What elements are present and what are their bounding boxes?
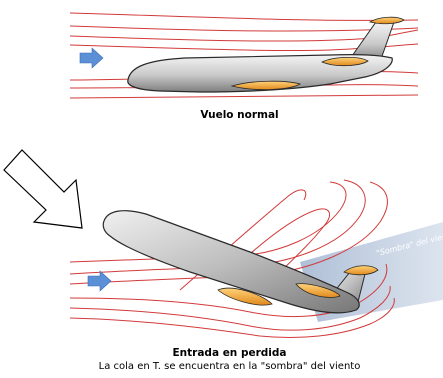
streamline bbox=[69, 25, 419, 32]
wind-arrow-icon bbox=[79, 47, 104, 69]
caption-normal-flight: Vuelo normal bbox=[200, 109, 279, 121]
bottom-streamlines bbox=[69, 179, 395, 338]
streamline bbox=[69, 29, 419, 42]
top-panel bbox=[69, 12, 419, 99]
streamline bbox=[69, 181, 347, 263]
transition-arrow-icon bbox=[3, 149, 83, 229]
bottom-panel: "Sombra" del viento bbox=[69, 179, 443, 338]
streamline bbox=[69, 285, 391, 331]
wind-arrow-icon bbox=[87, 270, 112, 292]
streamline bbox=[69, 263, 388, 318]
streamline bbox=[69, 94, 419, 99]
streamline bbox=[69, 12, 419, 21]
streamline bbox=[69, 181, 388, 285]
streamline bbox=[69, 297, 395, 338]
airplane-normal-icon bbox=[127, 16, 405, 93]
caption-stall-subtitle: La cola en T. se encuentra en la "sombra… bbox=[98, 361, 361, 372]
airplane-stall-icon bbox=[102, 210, 379, 314]
streamline bbox=[231, 208, 331, 281]
caption-stall-title: Entrada en perdida bbox=[172, 347, 287, 359]
streamline bbox=[69, 179, 366, 275]
